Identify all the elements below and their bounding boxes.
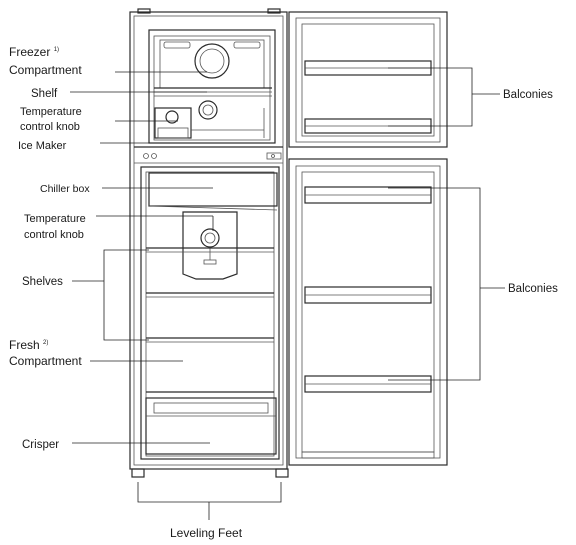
freezer-temp-knob-label-line1: Temperature xyxy=(20,106,82,118)
chiller-box-label: Chiller box xyxy=(40,183,90,195)
crisper-label: Crisper xyxy=(22,439,59,451)
balconies-top-label: Balconies xyxy=(503,89,553,101)
fresh-label: Fresh 2) xyxy=(9,338,48,352)
freezer-compartment-label: Compartment xyxy=(9,63,82,77)
freezer-temp-knob-label-line2: control knob xyxy=(20,121,80,133)
callout-leaders xyxy=(70,67,505,520)
balconies-bottom-label: Balconies xyxy=(508,283,558,295)
crisper-drawer xyxy=(145,397,277,455)
fresh-temp-knob-label-line1: Temperature xyxy=(24,213,86,225)
leveling-feet-label: Leveling Feet xyxy=(170,526,243,540)
chiller-box xyxy=(148,172,278,211)
ice-maker xyxy=(154,107,265,139)
fresh-temp-knob-label-line2: control knob xyxy=(24,229,84,241)
ice-maker-label: Ice Maker xyxy=(18,140,67,152)
fresh-door xyxy=(288,158,448,466)
fresh-compartment xyxy=(140,166,280,460)
fresh-compartment-label: Compartment xyxy=(9,354,82,368)
freezer-door xyxy=(288,11,448,148)
shelves-label: Shelves xyxy=(22,276,63,288)
fresh-temperature-knob xyxy=(182,211,238,280)
freezer-label: Freezer 1) xyxy=(9,45,59,59)
shelf-label: Shelf xyxy=(31,88,58,100)
freezer-compartment xyxy=(148,29,276,144)
leveling-feet xyxy=(131,468,289,478)
freezer-temperature-knob xyxy=(198,100,218,120)
refrigerator-cabinet xyxy=(129,8,288,470)
fresh-shelves xyxy=(146,247,274,393)
